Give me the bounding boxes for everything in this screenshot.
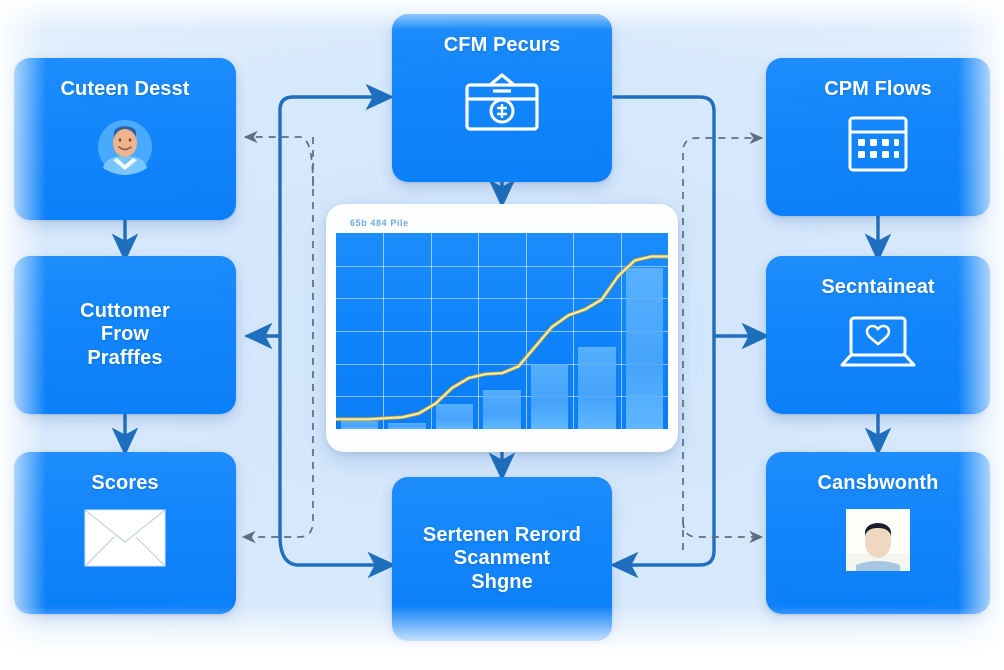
- node-secntaineat[interactable]: Secntaineat: [766, 256, 990, 414]
- chart-bar: [340, 421, 379, 429]
- node-label: Cuteen Desst: [60, 78, 190, 100]
- connector-bus-to-cfm: [278, 83, 395, 538]
- chart-bar: [435, 403, 474, 429]
- connector-dashed-to-cpm: [682, 131, 764, 550]
- node-label: Cansbwonth: [817, 472, 939, 494]
- connector-dashed-left-trunk: [241, 137, 314, 544]
- connector-cfm-right-bus: [609, 95, 716, 579]
- node-label: Cuttomer Frow Prafffes: [80, 299, 170, 369]
- connector-bus-to-record: [278, 534, 397, 579]
- grid-line-h: [336, 363, 668, 365]
- chart-plot-area: [336, 233, 668, 429]
- node-label: Scores: [91, 472, 159, 494]
- chart-scurve-line: [336, 233, 668, 429]
- node-cfm-pecurs[interactable]: CFM Pecurs: [392, 14, 612, 182]
- connector-dashed-to-cansb: [682, 520, 764, 544]
- envelope-icon: [84, 509, 166, 567]
- laptop-heart-icon: [836, 313, 920, 371]
- person-avatar-icon: [89, 115, 161, 187]
- chart-label: 65b 484 Pile: [350, 218, 409, 228]
- connector-dashed-to-desst: [243, 130, 314, 187]
- portrait-photo-icon: [846, 509, 910, 572]
- node-cpm-flows[interactable]: CPM Flows: [766, 58, 990, 216]
- chart-bar: [578, 346, 616, 429]
- node-label: Sertenen Rerord Scanment Shgne: [422, 523, 582, 593]
- node-label: CFM Pecurs: [443, 34, 561, 56]
- node-label: CPM Flows: [824, 78, 932, 100]
- chart-bar: [483, 389, 521, 429]
- node-customer-frow-prafffes[interactable]: Cuttomer Frow Prafffes: [14, 256, 236, 414]
- node-customer-desst[interactable]: Cuteen Desst: [14, 58, 236, 220]
- node-sertenen-rerord[interactable]: Sertenen Rerord Scanment Shgne: [392, 477, 612, 641]
- grid-line-h: [336, 265, 668, 267]
- node-cansbwonth[interactable]: Cansbwonth: [766, 452, 990, 614]
- calendar-grid-icon: [847, 115, 909, 173]
- grid-line-h: [336, 298, 668, 300]
- node-label: Secntaineat: [821, 276, 935, 298]
- grid-line-h: [336, 331, 668, 332]
- briefcase-icon: [463, 71, 541, 133]
- chart-bar: [530, 364, 569, 429]
- node-scores[interactable]: Scores: [14, 452, 236, 614]
- chart-bar: [625, 268, 664, 429]
- chart-card[interactable]: 65b 484 Pile: [326, 204, 678, 452]
- chart-bar: [388, 423, 426, 429]
